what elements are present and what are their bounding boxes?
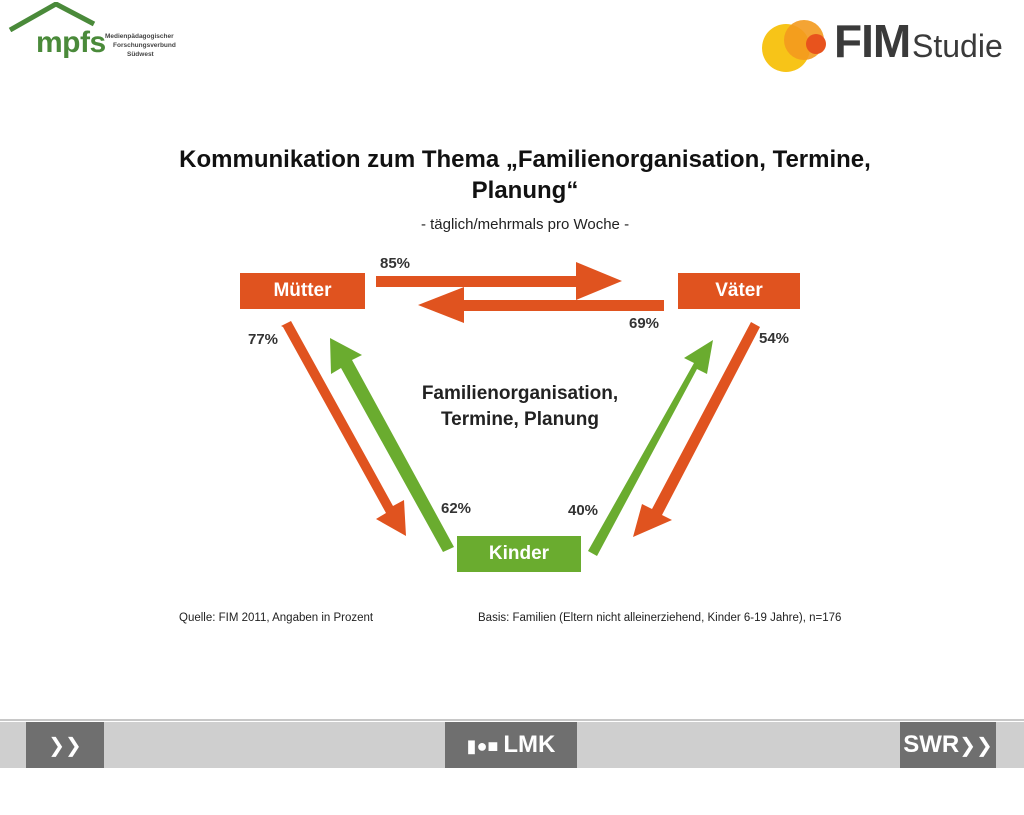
fim-studie-logo: FIM Studie [760, 10, 1010, 74]
value-kinder-to-mutter: 62% [441, 500, 472, 517]
arrow-vater-to-kinder [633, 322, 760, 537]
arrow-mutter-to-kinder [281, 321, 406, 536]
value-kinder-to-vater: 40% [568, 502, 599, 519]
arrow-mutter-to-vater [376, 262, 622, 300]
lmk-logo: ▮●■ LMK [445, 722, 577, 768]
node-kinder: Kinder [457, 536, 581, 572]
house-roof-icon [8, 2, 96, 32]
arrow-kinder-to-vater [588, 340, 713, 556]
arrow-kinder-to-mutter [330, 338, 454, 552]
flow-arrows [281, 262, 760, 556]
slide-title: Kommunikation zum Thema „Familienorganis… [179, 146, 871, 204]
value-vater-to-kinder: 54% [759, 330, 790, 347]
node-vater: Väter [678, 273, 800, 309]
value-vater-to-mutter: 69% [629, 315, 660, 332]
fim-circles-icon [762, 20, 826, 72]
arrow-vater-to-mutter [418, 287, 664, 323]
value-mutter-to-vater: 85% [380, 255, 411, 272]
source-note: Quelle: FIM 2011, Angaben in Prozent [179, 612, 374, 624]
fim-logo-text: FIM [834, 15, 911, 67]
basis-note: Basis: Familien (Eltern nicht alleinerzi… [478, 612, 842, 624]
slide-subtitle: - täglich/mehrmals pro Woche - [420, 216, 630, 233]
fim-logo-studie: Studie [912, 28, 1003, 64]
swr-chevrons-icon: ❯❯ [959, 735, 993, 757]
center-topic-label: Familienorganisation, Termine, Planung [421, 383, 619, 430]
node-mutter: Mütter [240, 273, 365, 309]
lfk-chevrons-icon: ❯❯ [48, 735, 82, 757]
footer-divider [0, 719, 1024, 721]
lmk-blocks-icon: ▮●■ [466, 736, 504, 756]
swr-logo: SWR❯❯ [900, 722, 996, 768]
lfk-logo: ❯❯LFK [26, 722, 104, 805]
mpfs-logo-subtitle: Medienpädagogischer Forschungsverbund Sü… [105, 33, 176, 58]
mpfs-logo-text: mpfs [36, 26, 106, 59]
value-mutter-to-kinder: 77% [248, 331, 279, 348]
mpfs-logo: mpfs Medienpädagogischer Forschungsverbu… [8, 2, 178, 64]
